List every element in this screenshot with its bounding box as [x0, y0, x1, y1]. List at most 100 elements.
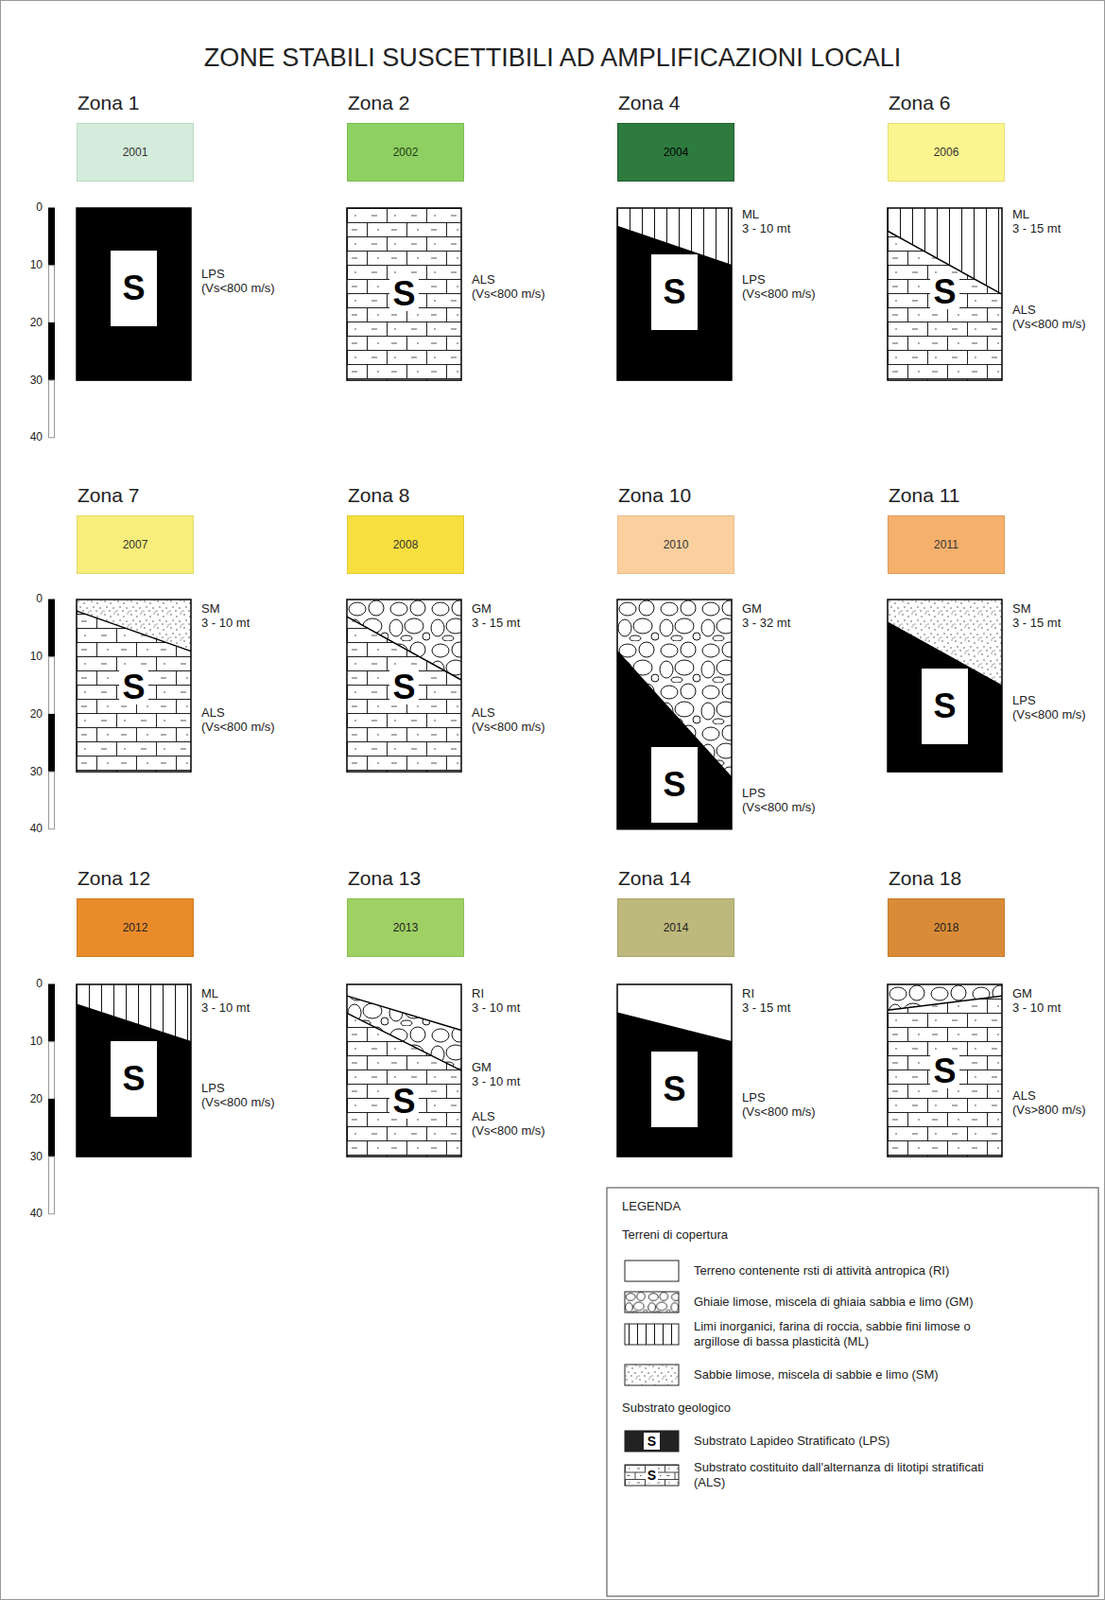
stratigraphic-column	[76, 207, 191, 380]
depth-bar-segment	[49, 1041, 55, 1100]
layer-label: ML 3 - 15 mt	[1012, 207, 1061, 237]
label-line: ML	[201, 986, 250, 1002]
label-line: 3 - 10 mt	[201, 616, 250, 631]
zone-heading: Zona 1	[77, 91, 139, 115]
zone-heading: Zona 13	[347, 866, 421, 890]
swatch-symbol-box	[643, 1432, 660, 1450]
label-line: ML	[742, 207, 791, 223]
label-line: ALS	[471, 706, 546, 721]
stratigraphic-column	[617, 599, 732, 829]
zone-code: 2006	[933, 145, 960, 159]
label-line: ALS	[471, 1109, 546, 1124]
label-line: 3 - 15 mt	[1012, 616, 1061, 631]
zone-heading: Zona 6	[888, 91, 950, 115]
zone-code-box: Zona 82008	[346, 515, 465, 574]
column-outline	[76, 984, 191, 1157]
label-line: (Vs<800 m/s)	[201, 281, 276, 296]
legend-text: Sabbie limose, miscela di sabbie e limo …	[693, 1366, 1016, 1382]
depth-number: 30	[30, 1150, 43, 1163]
label-line: 3 - 15 mt	[742, 1001, 791, 1016]
swatch-fill	[624, 1363, 679, 1385]
label-line: (Vs<800 m/s)	[471, 287, 546, 302]
column-outline	[617, 207, 732, 380]
substrate-fill	[887, 984, 1002, 1157]
cover-layer	[346, 599, 462, 680]
label-line: (Vs<800 m/s)	[201, 1095, 276, 1110]
stratigraphic-column	[617, 207, 732, 380]
depth-number: 10	[30, 650, 43, 663]
zone-code: 2001	[122, 145, 149, 159]
layer-label: RI 3 - 15 mt	[742, 986, 791, 1016]
zone-code-box: Zona 62006	[887, 122, 1005, 182]
stratigraphic-column	[887, 599, 1002, 772]
zone-code: 2004	[663, 145, 690, 159]
legend-section: Terreni di copertura	[621, 1226, 728, 1243]
label-line: 3 - 32 mt	[742, 616, 791, 631]
stratigraphic-column	[617, 984, 732, 1157]
layer-label: GM 3 - 32 mt	[742, 602, 791, 631]
depth-bar-segment	[49, 656, 55, 715]
depth-scale	[49, 599, 55, 829]
label-line: 3 - 10 mt	[742, 222, 791, 237]
layer-boundary	[76, 1003, 191, 1041]
legend-frame	[606, 1187, 1099, 1596]
substrate-symbol: S	[659, 1071, 689, 1106]
layer-label: ALS (Vs<800 m/s)	[201, 706, 276, 735]
zone-code-box: Zona 22002	[346, 122, 465, 182]
substrate-symbol: S	[659, 275, 689, 310]
column-outline	[346, 207, 462, 380]
symbol-box	[921, 668, 968, 744]
layer-label: LPS (Vs<800 m/s)	[742, 786, 816, 815]
legend-text: Limi inorganici, farina di roccia, sabbi…	[693, 1318, 1016, 1348]
cover-layer	[887, 984, 1002, 1010]
zone-heading: Zona 11	[888, 483, 961, 507]
substrate-symbol: S	[119, 670, 148, 705]
depth-number: 40	[30, 431, 43, 444]
swatch-symbol: S	[645, 1467, 658, 1483]
zone-code: 2013	[393, 920, 419, 934]
layer-boundary	[887, 995, 1002, 1010]
zone-code-box: Zona 112011	[887, 515, 1005, 574]
substrate-fill	[76, 599, 191, 772]
label-line: LPS	[742, 786, 816, 801]
legend-text: Terreno contenente rsti di attività antr…	[693, 1262, 1016, 1278]
layer-boundary	[346, 616, 462, 680]
symbol-box	[651, 746, 698, 823]
symbol-box	[651, 254, 698, 330]
depth-bar-segment	[49, 207, 55, 266]
legend-swatch	[624, 1464, 679, 1485]
substrate-symbol: S	[930, 275, 959, 310]
zone-code: 2014	[663, 920, 690, 934]
depth-number: 40	[30, 822, 43, 835]
stratigraphic-column	[346, 207, 462, 380]
column-outline	[346, 599, 462, 772]
label-line: 3 - 10 mt	[1012, 1001, 1061, 1016]
depth-number: 0	[35, 592, 43, 605]
depth-bar-segment	[49, 1156, 55, 1214]
depth-number: 40	[30, 1207, 43, 1220]
depth-number: 30	[30, 374, 43, 387]
cover-layer	[346, 984, 462, 1031]
swatch-fill	[624, 1464, 679, 1485]
substrate-fill	[76, 984, 191, 1157]
depth-bar-segment	[49, 265, 55, 324]
substrate-fill	[346, 599, 462, 772]
depth-number: 0	[35, 201, 43, 214]
label-line: LPS	[201, 267, 276, 282]
layer-label: GM 3 - 10 mt	[1012, 986, 1061, 1016]
depth-bar-segment	[49, 771, 55, 829]
layer-label: GM 3 - 10 mt	[471, 1060, 520, 1089]
layer-label: ML 3 - 10 mt	[201, 986, 250, 1016]
column-outline	[887, 984, 1002, 1157]
depth-number: 10	[30, 258, 43, 272]
legend-text: Substrato costituito dall'alternanza di …	[693, 1459, 1016, 1489]
zone-heading: Zona 18	[888, 866, 962, 890]
depth-number: 20	[30, 707, 43, 721]
diagram-title: ZONE STABILI SUSCETTIBILI AD AMPLIFICAZI…	[0, 43, 1105, 73]
substrate-symbol: S	[119, 1061, 148, 1096]
layer-label: ALS (Vs<800 m/s)	[1012, 303, 1087, 332]
zone-code: 2011	[933, 537, 959, 552]
cover-layer	[76, 599, 191, 652]
zone-heading: Zona 14	[618, 866, 691, 890]
